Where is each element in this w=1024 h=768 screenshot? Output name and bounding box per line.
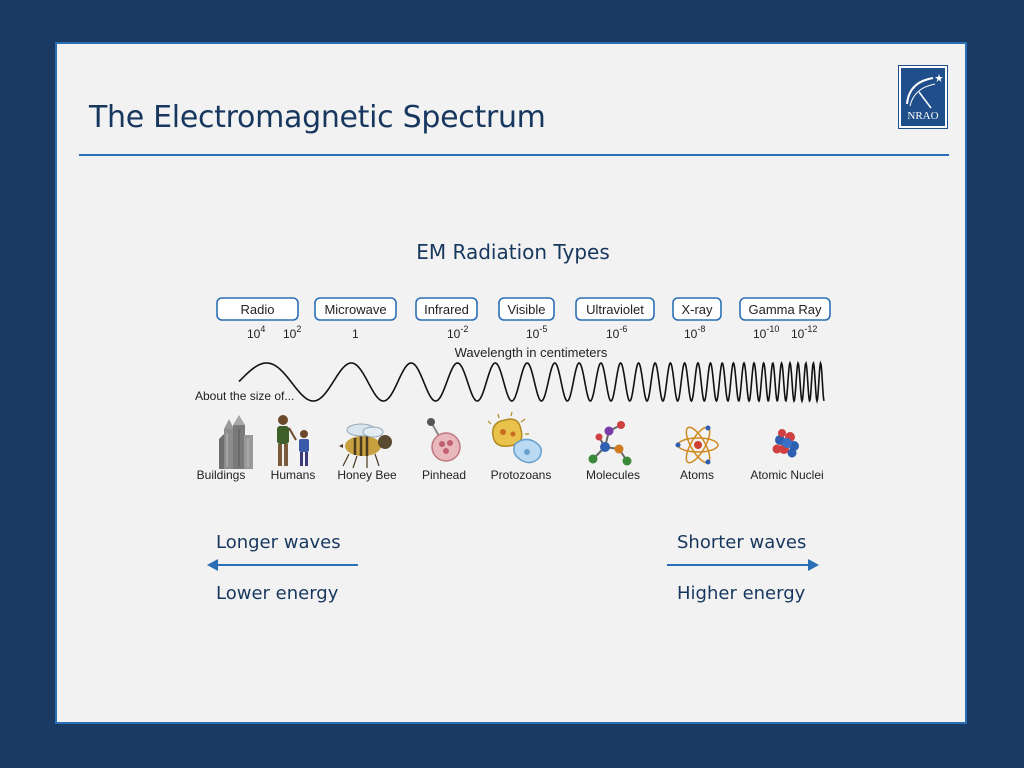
buildings-icon — [219, 415, 253, 469]
longer-waves-arrow — [207, 559, 358, 571]
lower-energy-label: Lower energy — [216, 583, 339, 604]
type-box-visible: Visible — [498, 297, 555, 321]
shorter-waves-label: Shorter waves — [677, 532, 807, 553]
logo-text: NRAO — [907, 110, 939, 122]
type-label: Infrared — [424, 302, 469, 317]
wavelength-caption: Wavelength in centimeters — [455, 345, 608, 360]
type-box-radio: Radio — [216, 297, 299, 321]
protozoans-icon — [487, 411, 542, 464]
longer-waves-label: Longer waves — [216, 532, 341, 553]
wavelength-label: 104 — [247, 324, 265, 341]
type-box-microwave: Microwave — [314, 297, 397, 321]
type-label: Ultraviolet — [586, 302, 644, 317]
diagram-subtitle: EM Radiation Types — [416, 240, 610, 264]
wavelength-label: 10-2 — [447, 324, 468, 341]
type-box-infrared: Infrared — [415, 297, 478, 321]
object-label-humans: Humans — [271, 468, 316, 482]
object-label-buildings: Buildings — [197, 468, 246, 482]
type-label: Microwave — [324, 302, 386, 317]
type-label: Gamma Ray — [749, 302, 822, 317]
wavelength-label: 10-8 — [684, 324, 705, 341]
type-box-x-ray: X-ray — [672, 297, 722, 321]
honey-bee-icon — [339, 423, 392, 469]
wavelength-label: 10-12 — [791, 324, 817, 341]
wavelength-label: 10-5 — [526, 324, 547, 341]
wavelength-label: 10-6 — [606, 324, 627, 341]
wavelength-label: 102 — [283, 324, 301, 341]
higher-energy-label: Higher energy — [677, 583, 806, 604]
type-label: Radio — [241, 302, 275, 317]
type-box-gamma-ray: Gamma Ray — [739, 297, 831, 321]
object-label-honey-bee: Honey Bee — [337, 468, 397, 482]
shorter-waves-arrow — [667, 559, 819, 571]
object-label-pinhead: Pinhead — [422, 468, 466, 482]
em-wave — [238, 360, 825, 404]
size-caption: About the size of... — [195, 389, 294, 403]
em-spectrum-diagram: Radio Microwave Infrared Visible Ultraviolet… — [195, 297, 831, 571]
atomic-nucleus-icon — [772, 429, 799, 458]
humans-icon — [277, 415, 309, 466]
molecule-icon — [588, 421, 632, 466]
wavelength-label: 1 — [352, 327, 359, 341]
title-divider — [79, 154, 949, 156]
type-label: Visible — [507, 302, 545, 317]
object-label-protozoans: Protozoans — [491, 468, 552, 482]
slide-title: The Electromagnetic Spectrum — [89, 100, 546, 135]
nrao-logo: NRAO — [898, 65, 948, 129]
atom-icon — [675, 425, 719, 465]
wavelength-label: 10-10 — [753, 324, 779, 341]
radio-telescope-icon — [906, 74, 943, 109]
object-label-molecules: Molecules — [586, 468, 640, 482]
type-label: X-ray — [681, 302, 713, 317]
object-label-atomic-nuclei: Atomic Nuclei — [750, 468, 823, 482]
pinhead-icon — [427, 418, 461, 462]
slide: The Electromagnetic Spectrum NRAO EM Rad… — [55, 42, 967, 724]
type-box-ultraviolet: Ultraviolet — [575, 297, 655, 321]
object-label-atoms: Atoms — [680, 468, 714, 482]
